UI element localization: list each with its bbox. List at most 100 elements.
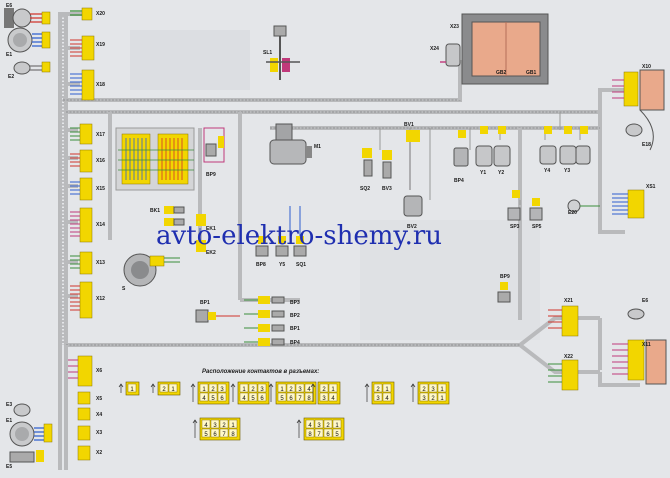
sensor-sp5 [529, 198, 543, 221]
pin-number: 4 [242, 396, 246, 402]
component-labels: E6 E1 E2 X20 X19 X18 X17 X16 X15 X14 X13… [6, 3, 656, 470]
pin-cell [286, 383, 296, 393]
label-sp3: SP3 [510, 224, 520, 230]
label-sl1: SL1 [263, 50, 272, 56]
pin-cell [437, 383, 447, 393]
relay-k1 [203, 127, 225, 163]
pin-number: 1 [440, 387, 444, 393]
valve-y4 [539, 126, 557, 165]
pin-number: 4 [308, 423, 312, 429]
sensor-bk2 [164, 218, 185, 226]
pin-number: 8 [307, 396, 311, 402]
pin-number: 6 [260, 396, 264, 402]
valve-y3 [493, 126, 511, 167]
pin-cell [323, 428, 333, 438]
sensor-bv2 [403, 130, 423, 217]
starter-m1 [269, 123, 312, 165]
orientation-arrow-icon [150, 383, 156, 393]
label-sq2: SQ2 [360, 186, 370, 192]
pressure-switches [244, 296, 285, 346]
pin-cell [219, 428, 229, 438]
pin-cell [228, 419, 238, 429]
label-x19: X19 [96, 42, 105, 48]
pin-number: 2 [162, 387, 166, 393]
connector-pinout-1: 1 [118, 381, 140, 396]
pin-number: 3 [322, 396, 326, 402]
pin-cell [328, 383, 338, 393]
label-x2: X2 [96, 450, 102, 456]
label-x22: X22 [564, 354, 573, 360]
pin-cell [382, 392, 392, 402]
label-x12: X12 [96, 296, 105, 302]
pin-number: 5 [280, 396, 284, 402]
label-gb1: GB1 [526, 70, 537, 76]
pin-number: 5 [211, 396, 215, 402]
fuse-block [115, 127, 195, 191]
switch-sq1 [289, 206, 307, 257]
pin-number: 2 [222, 423, 226, 429]
label-e1-bottom: E1 [6, 418, 12, 424]
label-x6: X6 [96, 368, 102, 374]
label-bp8: BP8 [256, 262, 266, 268]
connector-x21 [548, 305, 579, 337]
headlamp-e6 [4, 8, 51, 28]
pin-number: 3 [317, 423, 321, 429]
label-e3: E3 [6, 402, 12, 408]
connector-xs1 [612, 189, 645, 219]
indicator-e3 [13, 403, 31, 417]
label-x20: X20 [96, 11, 105, 17]
label-e1: E1 [6, 52, 12, 58]
label-e18: E18 [642, 142, 651, 148]
label-e2: E2 [8, 74, 14, 80]
pin-number: 3 [260, 387, 264, 393]
valve-y5-right [559, 126, 577, 165]
sensor-bk1 [164, 206, 185, 214]
pin-number: 1 [385, 387, 389, 393]
orientation-arrow-icon [118, 383, 124, 393]
connector-x15 [70, 177, 93, 201]
headlamp-e1-bottom [9, 421, 53, 447]
pin-number: 1 [331, 387, 335, 393]
sensor-bp1-left [195, 309, 240, 323]
pin-cell [228, 428, 238, 438]
pin-number: 8 [308, 432, 312, 438]
switch-sq2 [362, 148, 373, 177]
label-y5: Y5 [279, 262, 285, 268]
pin-number: 6 [213, 432, 217, 438]
connector-x6 [68, 355, 93, 387]
wiring-harness [58, 12, 640, 470]
label-x16: X16 [96, 158, 105, 164]
lamp-e5 [9, 450, 44, 463]
pin-number: 4 [307, 387, 311, 393]
pin-number: 1 [335, 423, 339, 429]
pin-cell [199, 392, 209, 402]
pin-number: 3 [213, 423, 217, 429]
paper-shade [130, 30, 250, 90]
float-sensor-sl1 [266, 25, 300, 80]
pin-cell [201, 419, 211, 429]
pin-cell [373, 383, 383, 393]
pin-cell [257, 392, 267, 402]
connector-x17 [70, 123, 93, 145]
pin-number: 1 [130, 387, 134, 393]
pin-number: 3 [220, 387, 224, 393]
connector-x18 [70, 69, 95, 101]
label-bv1: BV1 [404, 122, 414, 128]
pin-number: 4 [202, 396, 206, 402]
label-x21: X21 [564, 298, 573, 304]
pin-cell [248, 383, 258, 393]
connector-x3 [77, 425, 91, 441]
pin-number: 6 [289, 396, 293, 402]
pin-number: 7 [317, 432, 321, 438]
control-unit [440, 13, 549, 85]
label-bp9-top: BP9 [206, 172, 216, 178]
orientation-arrow-icon [192, 419, 198, 438]
pin-cell [305, 428, 315, 438]
connector-x13 [70, 251, 93, 275]
label-x10: X10 [642, 64, 651, 70]
pin-cell [328, 392, 338, 402]
pin-cell [428, 392, 438, 402]
valve-y1 [453, 130, 469, 167]
